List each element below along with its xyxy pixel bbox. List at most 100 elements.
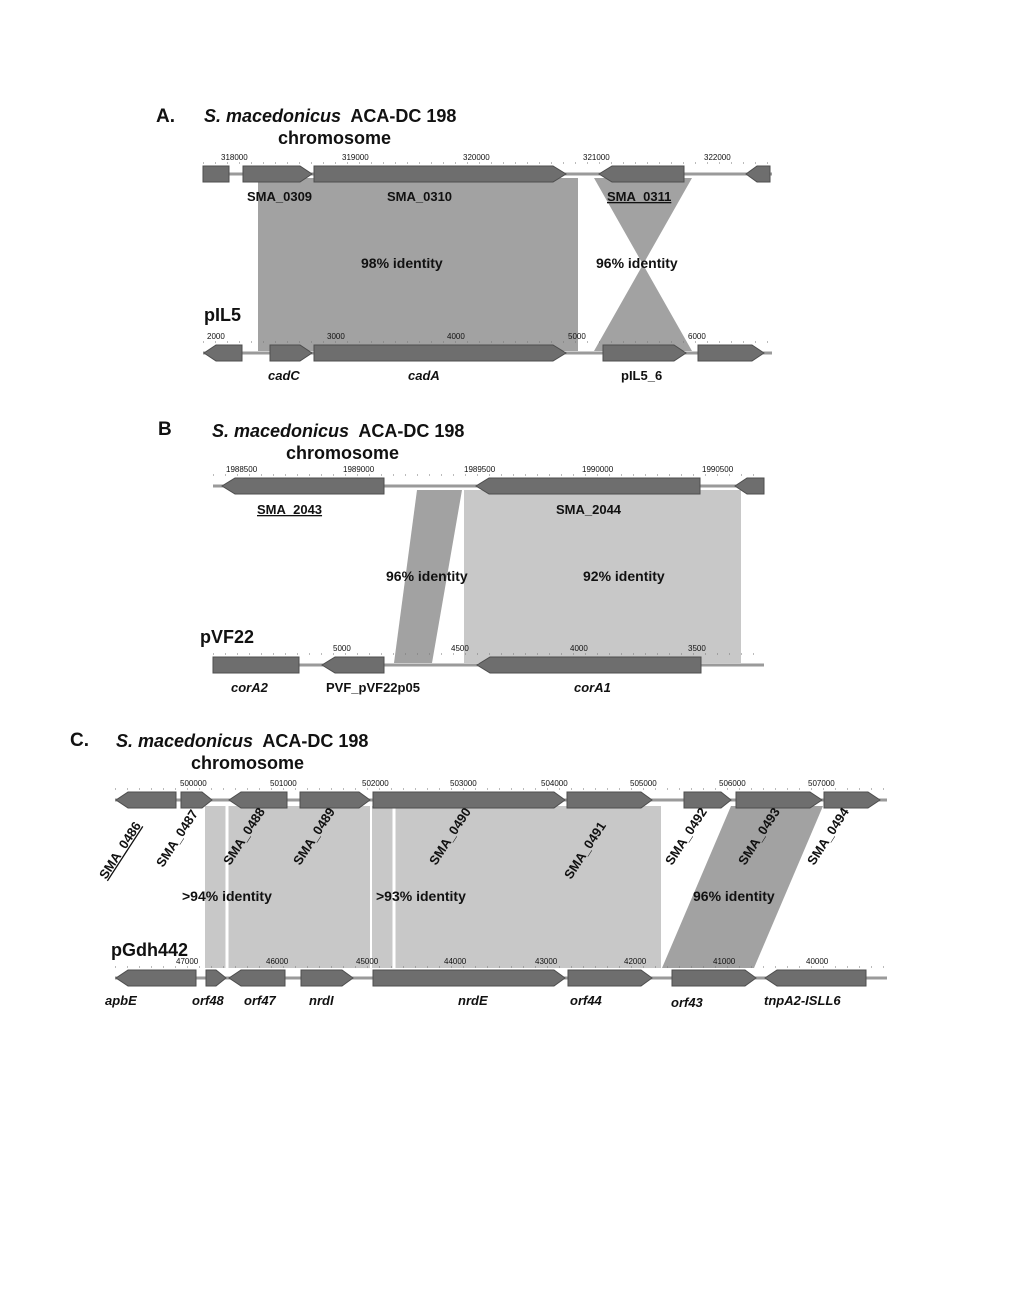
panel-b-letter: B: [158, 419, 172, 440]
panel-c-bottom-arrow: [372, 969, 566, 987]
panel-c-organism-species: S. macedonicus: [116, 731, 253, 751]
panel-a-bottom-arrow: [602, 344, 687, 362]
panel-c-bottom-tick-label: 42000: [624, 957, 647, 966]
panel-c-top-arrow: [566, 791, 653, 809]
panel-c-top-tick-label: 500000: [180, 779, 207, 788]
panel-a: A. S. macedonicus ACA-DC 198 chromosome …: [156, 106, 772, 383]
panel-c-bottom-tick-label: 44000: [444, 957, 467, 966]
panel-b-organism-sub: chromosome: [286, 443, 399, 463]
panel-a-top-tick-label: 322000: [704, 153, 731, 162]
panel-b-top-tick-label: 1989000: [343, 465, 375, 474]
panel-c-top-arrow: [823, 791, 881, 809]
panel-a-top-gene-label: SMA_0311: [607, 189, 671, 204]
panel-c-bottom-arrow: [567, 969, 653, 987]
panel-c-link-2: [372, 806, 661, 968]
panel-c-top-tick-label: 506000: [719, 779, 746, 788]
panel-c-top-arrow: [735, 791, 823, 809]
panel-b-bottom-arrow: [476, 656, 702, 674]
panel-c-link-1: [205, 806, 370, 968]
panel-c-top-tick-label: 504000: [541, 779, 568, 788]
panel-c-top-tick-label: 502000: [362, 779, 389, 788]
panel-a-target-name: pIL5: [204, 305, 241, 325]
panel-a-top-tick-label: 321000: [583, 153, 610, 162]
panel-a-link-1: [258, 178, 578, 351]
panel-c-top-gene-label: SMA_0487: [153, 807, 201, 870]
panel-b-top-tick-label: 1990000: [582, 465, 614, 474]
panel-a-bottom-arrow: [203, 344, 243, 362]
panel-a-top-tick-label: 319000: [342, 153, 369, 162]
panel-b-top-tick-label: 1989500: [464, 465, 496, 474]
panel-b-bottom-arrow: [212, 656, 300, 674]
panel-c-bottom-arrow: [205, 969, 227, 987]
panel-a-identity-label: 98% identity: [361, 255, 443, 271]
panel-a-top-tick-label: 320000: [463, 153, 490, 162]
panel-b-organism-strain: ACA-DC 198: [358, 421, 464, 441]
panel-c-bottom-tick-label: 41000: [713, 957, 736, 966]
panel-b-bottom-tick-label: 4500: [451, 644, 469, 653]
panel-c-top-tick-label: 503000: [450, 779, 477, 788]
panel-c-link-3: [662, 806, 823, 968]
panel-c: C. S. macedonicus ACA-DC 198 chromosome …: [70, 730, 887, 1010]
panel-c-identity-label: >93% identity: [376, 888, 466, 904]
panel-a-bottom-tick-label: 2000: [207, 332, 225, 341]
panel-c-bottom-gene-label: apbE: [105, 993, 137, 1008]
panel-c-bottom-tick-label: 47000: [176, 957, 199, 966]
panel-a-top-arrow: [745, 165, 771, 183]
panel-c-bottom-gene-label: orf47: [244, 993, 277, 1008]
panel-a-top-tick-label: 318000: [221, 153, 248, 162]
panel-a-bottom-tick-label: 6000: [688, 332, 706, 341]
panel-b-identity-label: 92% identity: [583, 568, 665, 584]
panel-c-identity-label: 96% identity: [693, 888, 775, 904]
panel-b-top-gene-label: SMA_2043: [257, 502, 322, 517]
panel-a-bottom-gene-label: cadA: [408, 368, 440, 383]
panel-a-bottom-gene-label: cadC: [268, 368, 300, 383]
panel-a-bottom-tick-label: 3000: [327, 332, 345, 341]
panel-a-bottom-arrow: [313, 344, 567, 362]
panel-a-top-gene-label: SMA_0309: [247, 189, 312, 204]
panel-c-letter: C.: [70, 730, 89, 751]
panel-b-bottom-arrow: [321, 656, 385, 674]
panel-b-link-1: [394, 490, 462, 663]
panel-c-bottom-arrow: [115, 969, 197, 987]
panel-b-top-arrow: [734, 477, 765, 495]
panel-c-bottom-gene-label: tnpA2-ISLL6: [764, 993, 841, 1008]
panel-a-top-arrow: [242, 165, 313, 183]
panel-b-top-arrow: [221, 477, 385, 495]
panel-c-bottom-gene-label: nrdI: [309, 993, 334, 1008]
panel-a-bottom-tick-label: 5000: [568, 332, 586, 341]
panel-c-top-arrow: [228, 791, 288, 809]
panel-c-top-tick-label: 501000: [270, 779, 297, 788]
panel-b-top-tick-label: 1988500: [226, 465, 258, 474]
panel-c-bottom-tick-label: 46000: [266, 957, 289, 966]
panel-c-bottom-tick-label: 43000: [535, 957, 558, 966]
panel-b-bottom-tick-label: 3500: [688, 644, 706, 653]
panel-c-top-tick-label: 505000: [630, 779, 657, 788]
panel-a-bottom-tick-label: 4000: [447, 332, 465, 341]
panel-c-organism-strain: ACA-DC 198: [262, 731, 368, 751]
panel-c-bottom-tick-label: 45000: [356, 957, 379, 966]
panel-c-bottom-arrow: [764, 969, 867, 987]
panel-c-bottom-arrow: [300, 969, 354, 987]
panel-c-top-arrow: [372, 791, 566, 809]
panel-a-letter: A.: [156, 106, 175, 127]
panel-a-bottom-arrow: [697, 344, 765, 362]
panel-c-top-arrow: [180, 791, 213, 809]
panel-b-identity-label: 96% identity: [386, 568, 468, 584]
panel-c-top-arrow: [683, 791, 732, 809]
panel-c-top-gene-label: SMA_0486: [96, 819, 144, 882]
panel-b-bottom-gene-label: corA2: [231, 680, 269, 695]
panel-a-organism-strain: ACA-DC 198: [350, 106, 456, 126]
panel-c-bottom-gene-label: orf48: [192, 993, 225, 1008]
panel-a-bottom-arrow: [269, 344, 313, 362]
panel-b-top-tick-label: 1990500: [702, 465, 734, 474]
panel-a-organism-sub: chromosome: [278, 128, 391, 148]
panel-a-top-arrow: [202, 165, 230, 183]
panel-c-bottom-tick-label: 40000: [806, 957, 829, 966]
panel-b: B S. macedonicus ACA-DC 198 chromosome 1…: [158, 419, 765, 695]
panel-b-top-gene-label: SMA_2044: [556, 502, 622, 517]
panel-c-top-gene-label: SMA_0492: [662, 805, 710, 868]
panel-a-top-gene-label: SMA_0310: [387, 189, 452, 204]
panel-b-top-arrow: [475, 477, 701, 495]
panel-a-organism-species: S. macedonicus: [204, 106, 341, 126]
